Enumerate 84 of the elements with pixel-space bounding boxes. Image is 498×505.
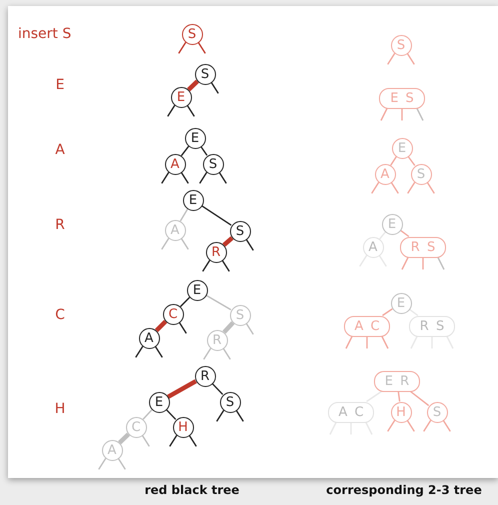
column-caption: corresponding 2-3 tree xyxy=(326,483,482,497)
null-link xyxy=(161,172,170,184)
tree-link xyxy=(222,236,234,247)
tree-link xyxy=(142,409,152,420)
insert-step-label: R xyxy=(55,217,65,233)
null-link xyxy=(118,458,126,470)
null-link xyxy=(407,182,416,194)
null-link xyxy=(161,238,170,250)
tree-link xyxy=(398,391,400,402)
null-link xyxy=(371,182,380,194)
tree-link xyxy=(154,320,168,332)
null-link xyxy=(135,346,144,358)
null-link xyxy=(401,108,403,120)
null-link xyxy=(423,420,432,432)
null-link xyxy=(210,82,219,94)
tree-link xyxy=(180,296,190,308)
insert-step-label: C xyxy=(55,307,65,323)
insert-step-label: H xyxy=(54,401,66,417)
null-link xyxy=(222,260,230,272)
null-link xyxy=(410,336,418,349)
tree-link xyxy=(118,432,130,444)
null-link xyxy=(422,258,424,270)
null-link xyxy=(203,348,212,360)
tree-link xyxy=(366,390,382,402)
tree-link xyxy=(408,156,416,166)
null-link xyxy=(178,322,187,334)
null-link xyxy=(380,108,388,121)
tree-link xyxy=(180,146,190,156)
null-link xyxy=(186,105,195,117)
tree-link xyxy=(379,232,386,240)
null-link xyxy=(359,255,368,267)
null-link xyxy=(401,257,409,270)
tree-link xyxy=(409,308,418,316)
null-link xyxy=(199,172,208,184)
null-link xyxy=(406,53,415,65)
tree-link xyxy=(180,208,188,222)
tree-link xyxy=(201,205,232,226)
null-link xyxy=(188,435,197,447)
null-link xyxy=(154,346,163,358)
null-link xyxy=(366,336,368,348)
null-link xyxy=(378,255,387,267)
null-link xyxy=(387,53,396,65)
null-link xyxy=(426,182,435,194)
null-link xyxy=(246,239,254,251)
null-link xyxy=(329,422,337,435)
tree-link xyxy=(206,294,232,310)
null-link xyxy=(169,435,178,447)
null-link xyxy=(442,420,451,432)
null-link xyxy=(142,435,150,447)
null-link xyxy=(437,257,445,270)
tree-link xyxy=(382,308,393,316)
tree-link xyxy=(212,383,224,395)
null-link xyxy=(98,458,106,470)
tree-link xyxy=(166,409,176,420)
null-link xyxy=(446,336,454,349)
null-link xyxy=(216,410,224,422)
tree-link xyxy=(167,379,197,399)
null-link xyxy=(416,108,424,121)
null-link xyxy=(222,348,231,360)
null-link xyxy=(218,172,227,184)
null-link xyxy=(167,105,176,117)
tree-link xyxy=(400,230,410,238)
null-link xyxy=(198,42,206,54)
tree-link xyxy=(222,321,235,334)
null-link xyxy=(390,182,399,194)
null-link xyxy=(406,420,415,432)
null-link xyxy=(236,410,244,422)
null-link xyxy=(387,420,396,432)
null-link xyxy=(246,323,254,335)
null-link xyxy=(202,260,210,272)
null-link xyxy=(381,336,389,349)
tree-link xyxy=(200,146,208,156)
null-link xyxy=(180,172,189,184)
null-link xyxy=(345,336,353,349)
null-link xyxy=(180,238,189,250)
insert-step-label: A xyxy=(55,142,65,158)
null-link xyxy=(365,422,373,435)
insert-step-label: insert S xyxy=(18,26,72,42)
tree-link xyxy=(410,390,430,406)
null-link xyxy=(178,42,186,54)
insert-step-label: E xyxy=(56,77,64,93)
tree-link xyxy=(390,156,397,166)
column-caption: red black tree xyxy=(144,483,240,497)
tree-link xyxy=(187,80,199,92)
